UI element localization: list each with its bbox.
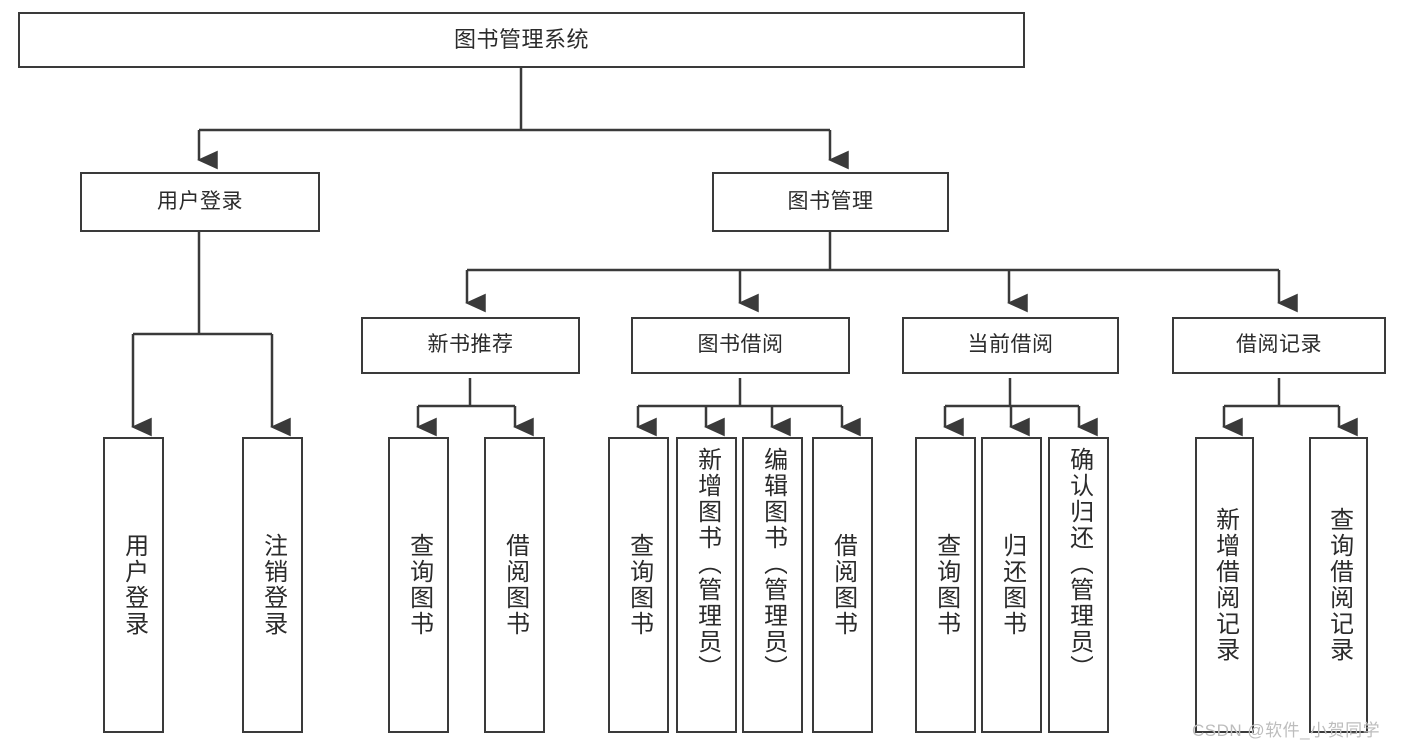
node-book-management[interactable]: 图书管理 [712, 172, 949, 232]
node-label: 借阅记录 [1236, 333, 1322, 357]
node-label: 新增图书（管理员） [693, 447, 721, 681]
node-label: 编辑图书（管理员） [759, 447, 787, 681]
node-label: 查询图书 [405, 533, 433, 637]
leaf-user-login-logout[interactable]: 注销登录 [242, 437, 303, 733]
node-label: 用户登录 [120, 533, 148, 637]
node-current-borrow[interactable]: 当前借阅 [902, 317, 1119, 374]
leaf-user-login-login[interactable]: 用户登录 [103, 437, 164, 733]
leaf-borrow-add-book-admin[interactable]: 新增图书（管理员） [676, 437, 737, 733]
node-label: 图书管理 [787, 189, 874, 213]
node-label: 图书借阅 [697, 333, 784, 357]
leaf-borrow-borrow-book[interactable]: 借阅图书 [812, 437, 873, 733]
node-label: 查询借阅记录 [1325, 507, 1353, 663]
node-label: 归还图书 [998, 533, 1026, 637]
node-label: 用户登录 [157, 189, 243, 213]
node-user-login[interactable]: 用户登录 [80, 172, 320, 232]
leaf-record-query-record[interactable]: 查询借阅记录 [1309, 437, 1368, 733]
leaf-record-add-record[interactable]: 新增借阅记录 [1195, 437, 1254, 733]
leaf-recommend-borrow-book[interactable]: 借阅图书 [484, 437, 545, 733]
node-root-system[interactable]: 图书管理系统 [18, 12, 1025, 68]
leaf-current-query-book[interactable]: 查询图书 [915, 437, 976, 733]
node-label: 确认归还（管理员） [1065, 447, 1093, 681]
leaf-borrow-query-book[interactable]: 查询图书 [608, 437, 669, 733]
node-label: 借阅图书 [501, 533, 529, 637]
leaf-borrow-edit-book-admin[interactable]: 编辑图书（管理员） [742, 437, 803, 733]
leaf-current-confirm-return-admin[interactable]: 确认归还（管理员） [1048, 437, 1109, 733]
leaf-recommend-query-book[interactable]: 查询图书 [388, 437, 449, 733]
node-label: 查询图书 [932, 533, 960, 637]
node-label: 当前借阅 [967, 333, 1054, 357]
csdn-watermark: CSDN @软件_小贺同学 [1192, 721, 1381, 740]
node-book-borrow[interactable]: 图书借阅 [631, 317, 850, 374]
leaf-current-return-book[interactable]: 归还图书 [981, 437, 1042, 733]
node-borrow-record[interactable]: 借阅记录 [1172, 317, 1386, 374]
node-label: 新书推荐 [427, 333, 514, 357]
node-label: 查询图书 [625, 533, 653, 637]
node-label: 借阅图书 [829, 533, 857, 637]
node-new-book-recommend[interactable]: 新书推荐 [361, 317, 580, 374]
node-label: 图书管理系统 [453, 27, 589, 53]
node-label: 注销登录 [259, 533, 287, 637]
node-label: 新增借阅记录 [1211, 507, 1239, 663]
